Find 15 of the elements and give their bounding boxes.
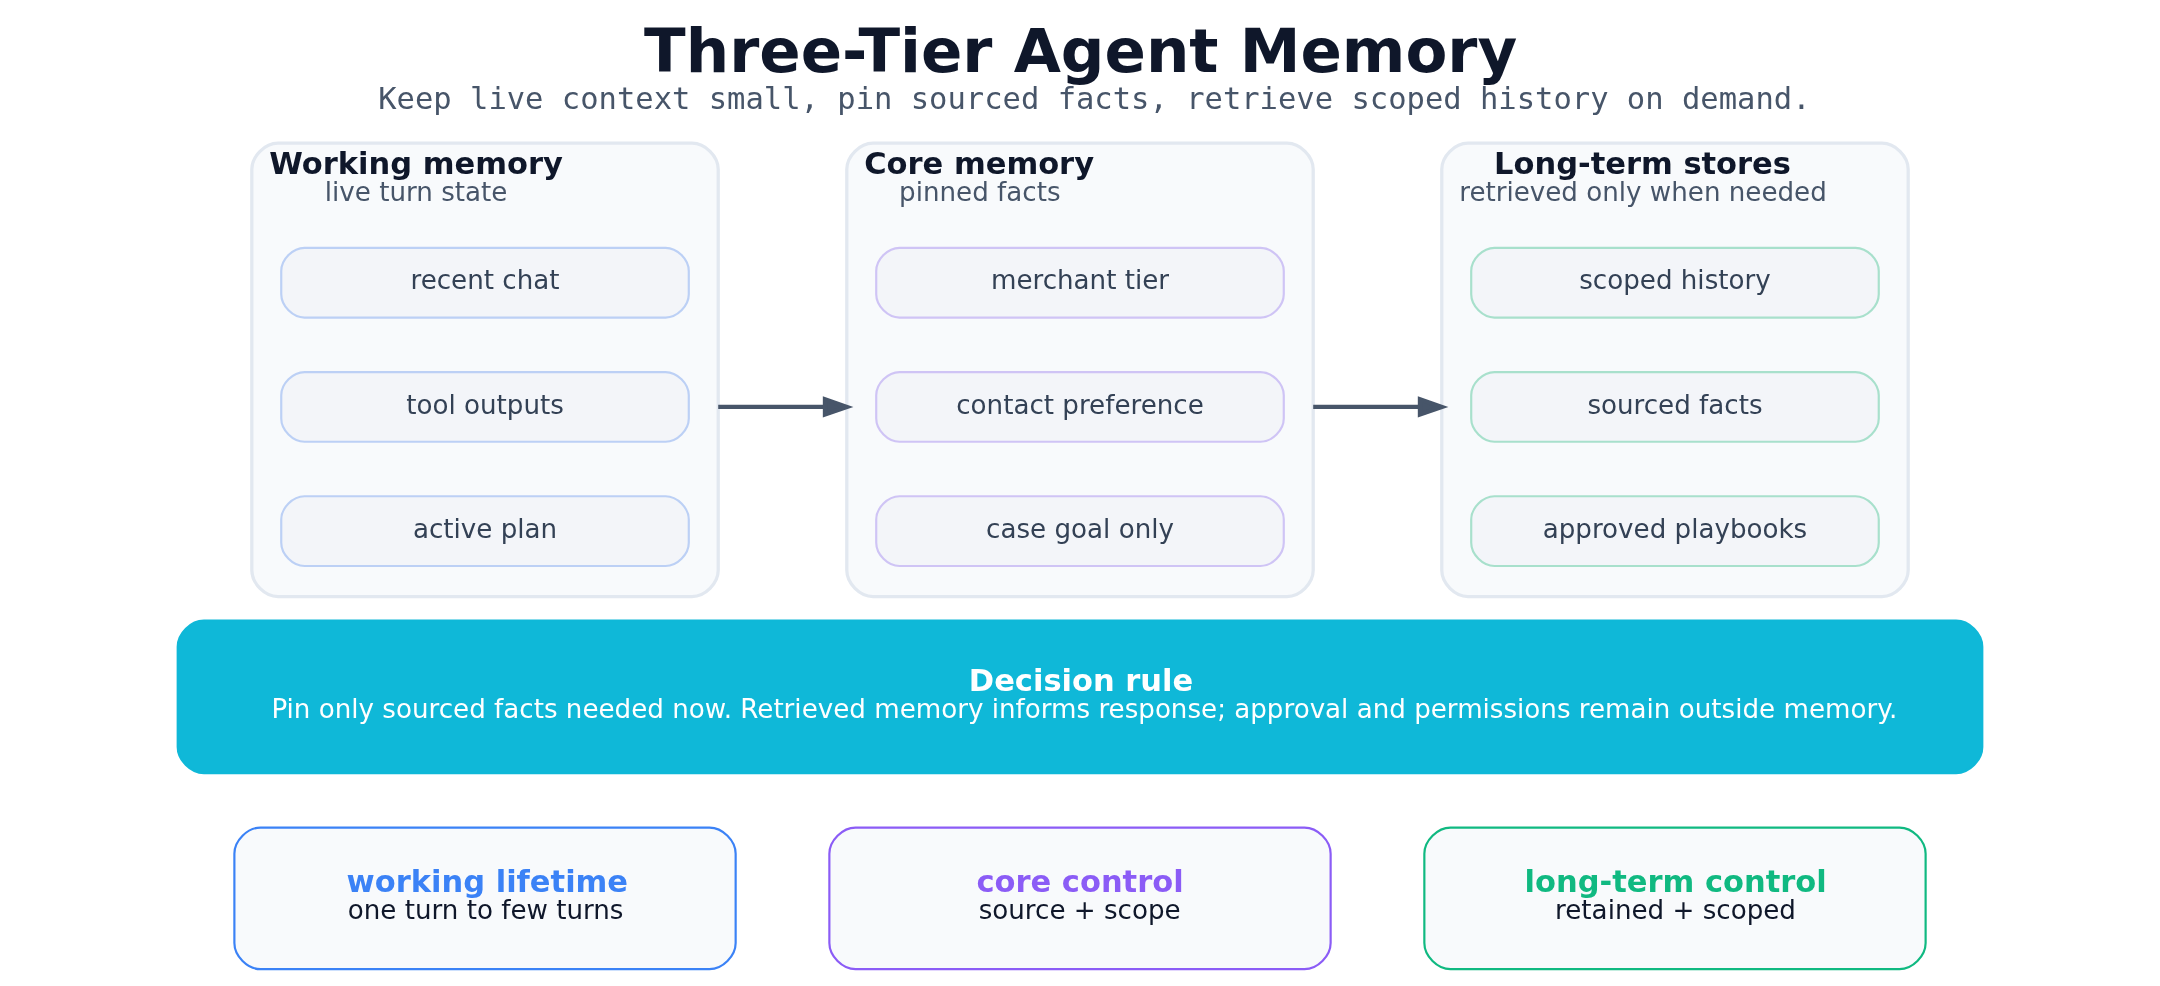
node-box: active plan <box>280 495 690 568</box>
node-box: core control source + scope <box>828 826 1332 971</box>
node-box: recent chat <box>280 246 690 319</box>
node-box: Decision rule Pin only sourced facts needed now. Retrieved memory informs response; approval and permissions remain outside memory. <box>176 619 1984 775</box>
node-box: sourced facts <box>1470 370 1880 443</box>
node-box: working lifetime one turn to few turns <box>233 826 737 971</box>
node-box: merchant tier <box>875 246 1285 319</box>
node-box: contact preference <box>875 370 1285 443</box>
node-box: long-term control retained + scoped <box>1423 826 1927 971</box>
node-box: approved playbooks <box>1470 495 1880 568</box>
node-box: scoped history <box>1470 246 1880 319</box>
node-box: tool outputs <box>280 370 690 443</box>
arrow <box>718 396 854 418</box>
node-box: case goal only <box>875 495 1285 568</box>
arrow <box>1313 396 1449 418</box>
